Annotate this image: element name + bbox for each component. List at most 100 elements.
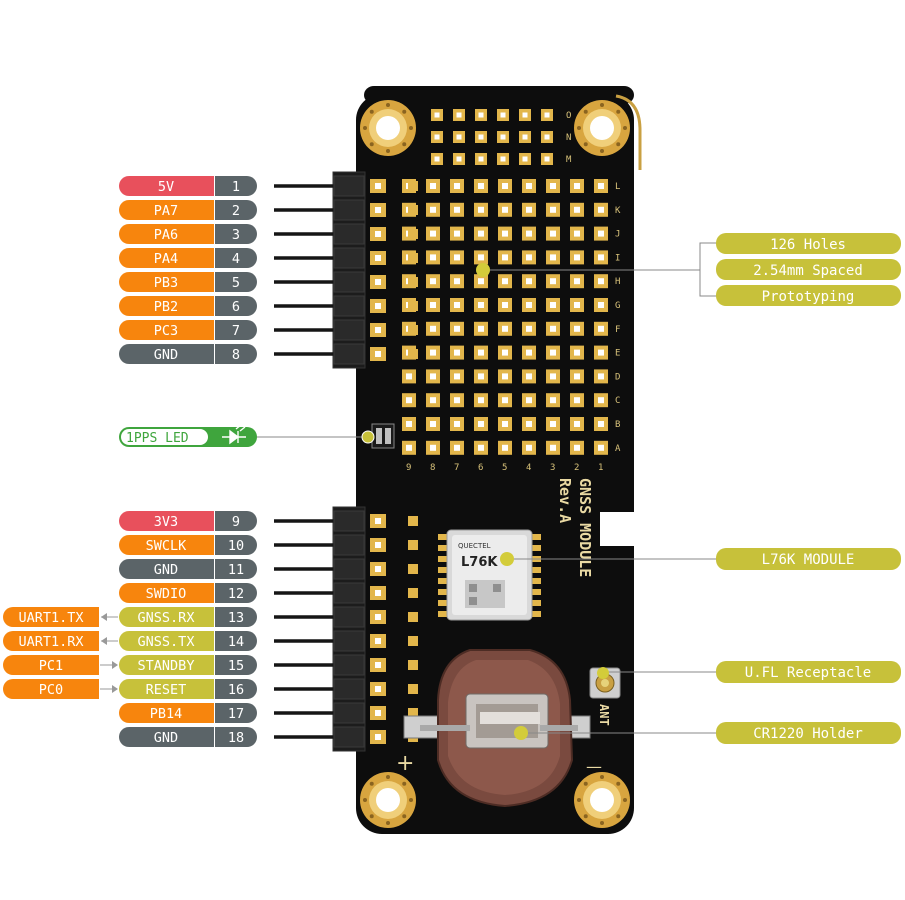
col-label: 5 — [502, 463, 507, 473]
pin-label-15: STANDBY 15 — [119, 655, 257, 675]
pin-number: 5 — [232, 275, 240, 291]
pin-name: PB2 — [154, 299, 178, 315]
pin-number: 7 — [232, 323, 240, 339]
col-label: 8 — [430, 463, 435, 473]
pin-name: GNSS.TX — [138, 634, 195, 650]
col-label: 2 — [574, 463, 579, 473]
pin-label-1: 5V 1 — [119, 176, 257, 196]
proto-label-spacing: 2.54mm Spaced — [753, 263, 863, 279]
ext-label-16: PC0 — [3, 679, 118, 699]
pin-number: 6 — [232, 299, 240, 315]
pin-number: 14 — [228, 634, 244, 650]
chip-brand: QUECTEL — [458, 542, 491, 550]
pin-name: GND — [154, 347, 178, 363]
proto-label-holes: 126 Holes — [770, 237, 846, 253]
pin-number: 13 — [228, 610, 244, 626]
row-label: G — [615, 301, 620, 311]
led-callout: 1PPS LED — [119, 424, 375, 447]
row-label: H — [615, 277, 620, 287]
pin-name: GND — [154, 562, 178, 578]
plus-sign: + — [396, 751, 414, 776]
pin-name: SWDIO — [146, 586, 187, 602]
proto-callout: 126 Holes 2.54mm Spaced Prototyping — [476, 233, 901, 306]
led-component — [371, 423, 395, 449]
row-label: A — [615, 444, 621, 454]
led-label: 1PPS LED — [126, 431, 189, 446]
mounting-hole — [574, 100, 630, 156]
module-label: L76K MODULE — [762, 552, 855, 568]
pin-number: 2 — [232, 203, 240, 219]
ext-label-13: UART1.TX — [3, 607, 118, 627]
minus-sign: — — [586, 757, 602, 776]
pin-label-13: GNSS.RX 13 — [119, 607, 257, 627]
pin-name: PB3 — [154, 275, 178, 291]
led-icon — [222, 424, 246, 445]
ufl-callout: U.FL Receptacle — [597, 661, 901, 683]
ext-name: UART1.RX — [18, 634, 83, 650]
pin-label-2: PA7 2 — [119, 200, 257, 220]
pin-number: 3 — [232, 227, 240, 243]
pin-name: GNSS.RX — [138, 610, 195, 626]
pin-label-11: GND 11 — [119, 559, 257, 579]
pin-name: PB14 — [150, 706, 183, 722]
pin-label-9: 3V3 9 — [119, 511, 257, 531]
chip-model: L76K — [461, 555, 498, 570]
prototyping-grid — [402, 109, 608, 455]
col-label: 9 — [406, 463, 411, 473]
ant-label: ANT — [597, 704, 611, 726]
top-row-label: M — [566, 155, 572, 165]
svg-text:ANT: ANT — [597, 704, 611, 726]
pin-label-17: PB14 17 — [119, 703, 257, 723]
pin-label-6: PB2 6 — [119, 296, 257, 316]
mounting-hole — [360, 772, 416, 828]
mounting-hole — [360, 100, 416, 156]
ext-name: PC1 — [39, 658, 63, 674]
pin-number: 18 — [228, 730, 244, 746]
pin-name: SWCLK — [146, 538, 188, 554]
row-label: I — [615, 253, 620, 263]
pin-number: 15 — [228, 658, 244, 674]
pin-number: 9 — [232, 514, 240, 530]
pin-name: GND — [154, 730, 178, 746]
top-row-label: N — [566, 133, 571, 143]
col-label: 1 — [598, 463, 603, 473]
row-label: E — [615, 349, 620, 359]
ext-label-15: PC1 — [3, 655, 118, 675]
row-label: C — [615, 396, 620, 406]
col-label: 6 — [478, 463, 483, 473]
pin-name: 5V — [158, 179, 174, 195]
row-label: F — [615, 325, 620, 335]
pin-number: 12 — [228, 586, 244, 602]
pin-label-12: SWDIO 12 — [119, 583, 257, 603]
pin-number: 16 — [228, 682, 244, 698]
pin-name: PA7 — [154, 203, 178, 219]
holder-callout: CR1220 Holder — [514, 722, 901, 744]
board-title-text: GNSS MODULE — [576, 478, 594, 577]
l76k-chip: QUECTEL L76K — [438, 529, 541, 621]
board-title: GNSS MODULE Rev.A — [556, 478, 594, 577]
pin-name: PA4 — [154, 251, 178, 267]
pin-number: 11 — [228, 562, 244, 578]
pin-name: PA6 — [154, 227, 178, 243]
row-label: K — [615, 206, 621, 216]
pin-name: 3V3 — [154, 514, 178, 530]
board-rev-text: Rev.A — [556, 478, 574, 523]
holder-label: CR1220 Holder — [753, 726, 863, 742]
pin-number: 17 — [228, 706, 244, 722]
pin-label-7: PC3 7 — [119, 320, 257, 340]
pin-name: STANDBY — [138, 658, 195, 674]
col-label: 7 — [454, 463, 459, 473]
row-label: B — [615, 420, 620, 430]
pin-number: 1 — [232, 179, 240, 195]
pin-label-5: PB3 5 — [119, 272, 257, 292]
pin-label-18: GND 18 — [119, 727, 257, 747]
pin-name: PC3 — [154, 323, 178, 339]
ext-label-14: UART1.RX — [3, 631, 118, 651]
